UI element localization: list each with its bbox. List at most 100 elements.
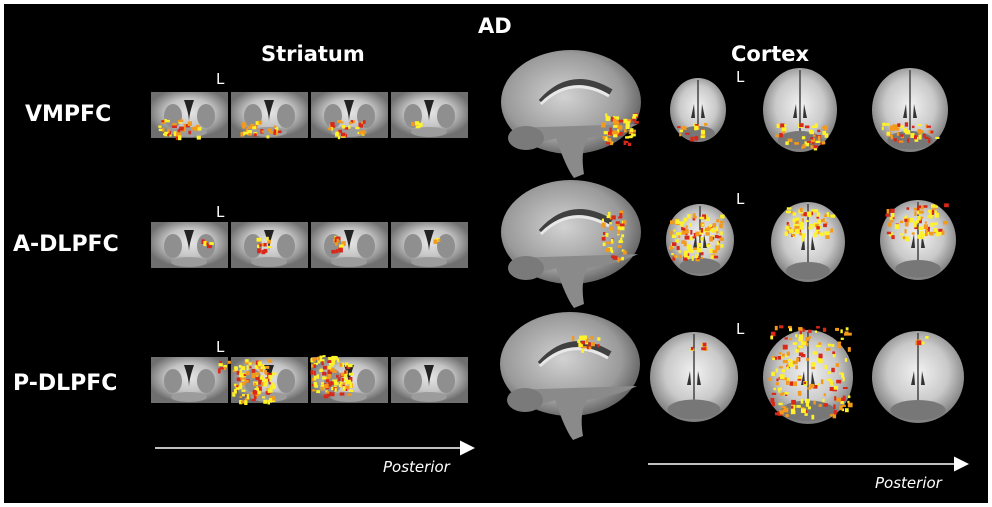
activation-voxel [716, 219, 720, 223]
activation-voxel [671, 234, 677, 238]
activation-voxel [689, 223, 692, 227]
activation-voxel [331, 249, 336, 254]
activation-voxel [805, 220, 809, 223]
activation-voxel [696, 248, 702, 253]
activation-voxel [847, 347, 851, 352]
activation-voxel [833, 404, 836, 410]
activation-voxel [327, 360, 332, 363]
activation-voxel [590, 336, 594, 340]
activation-voxel [270, 395, 275, 401]
activation-voxel [264, 370, 267, 374]
activation-voxel [779, 355, 784, 359]
activation-voxel [193, 126, 198, 131]
activation-voxel [788, 229, 793, 234]
activation-voxel [845, 327, 849, 331]
activation-voxel [811, 209, 815, 213]
activation-voxel [890, 219, 894, 223]
activation-voxel [923, 233, 926, 237]
activation-voxel [438, 238, 441, 242]
activation-voxel [773, 387, 776, 391]
activation-voxel [943, 221, 948, 225]
activation-voxel [782, 406, 787, 409]
activation-voxel [928, 138, 931, 144]
activation-voxel [897, 123, 901, 127]
activation-voxel [209, 242, 214, 245]
activation-voxel [770, 335, 774, 340]
activation-voxel [917, 215, 921, 221]
activation-voxel [801, 136, 806, 140]
activation-voxel [606, 215, 611, 219]
activation-voxel [818, 359, 823, 364]
activation-voxel [338, 247, 343, 253]
activation-voxel [807, 214, 812, 217]
activation-voxel [806, 358, 809, 361]
activation-voxel [920, 216, 924, 219]
activation-voxel [935, 136, 940, 139]
activation-voxel [583, 335, 587, 341]
activation-voxel [251, 368, 256, 373]
activation-voxel [917, 124, 922, 127]
activation-voxel [793, 218, 797, 221]
activation-voxel [690, 249, 695, 253]
activation-voxel [788, 337, 792, 341]
activation-voxel [617, 226, 621, 231]
activation-voxel [799, 329, 802, 335]
sagittal-slice [500, 312, 640, 440]
activation-voxel [786, 222, 789, 225]
activation-voxel [832, 353, 836, 358]
activation-voxel [238, 365, 242, 368]
activation-voxel [784, 124, 787, 127]
activation-voxel [261, 381, 264, 387]
activation-voxel [321, 359, 325, 364]
activation-voxel [179, 126, 184, 131]
activation-voxel [785, 141, 789, 145]
activation-voxel [927, 215, 930, 218]
activation-voxel [577, 339, 581, 344]
activation-voxel [919, 219, 922, 224]
activation-voxel [772, 401, 775, 407]
striatum-slice [151, 357, 228, 403]
activation-voxel [322, 355, 326, 358]
activation-voxel [184, 124, 190, 128]
activation-voxel [775, 368, 778, 373]
activation-voxel [624, 129, 627, 133]
activation-voxel [169, 133, 172, 137]
activation-voxel [597, 343, 600, 348]
activation-voxel [203, 241, 207, 247]
activation-voxel [320, 368, 323, 372]
activation-voxel [794, 142, 799, 145]
activation-blobs [158, 113, 949, 420]
activation-voxel [812, 351, 818, 355]
activation-voxel [790, 360, 795, 363]
activation-voxel [339, 363, 343, 367]
activation-voxel [771, 392, 777, 395]
activation-voxel [804, 413, 808, 416]
activation-voxel [339, 244, 344, 248]
activation-voxel [253, 382, 257, 387]
activation-voxel [794, 348, 799, 353]
activation-voxel [337, 358, 340, 363]
activation-voxel [771, 356, 776, 359]
activation-voxel [817, 219, 821, 224]
activation-voxel [841, 373, 845, 379]
activation-voxel [789, 381, 793, 386]
activation-voxel [914, 208, 920, 211]
activation-voxel [816, 344, 821, 348]
activation-voxel [340, 121, 344, 124]
activation-voxel [172, 123, 177, 126]
activation-voxel [328, 391, 332, 396]
activation-voxel [256, 387, 259, 391]
activation-voxel [180, 119, 184, 122]
activation-voxel [605, 248, 611, 252]
activation-voxel [702, 130, 706, 135]
activation-voxel [905, 236, 910, 242]
activation-voxel [782, 392, 786, 395]
activation-voxel [835, 327, 839, 331]
activation-voxel [271, 372, 277, 376]
activation-voxel [833, 410, 837, 415]
activation-voxel [164, 131, 169, 137]
activation-voxel [795, 365, 798, 370]
activation-voxel [332, 379, 338, 384]
activation-voxel [358, 122, 363, 128]
activation-voxel [584, 335, 587, 340]
